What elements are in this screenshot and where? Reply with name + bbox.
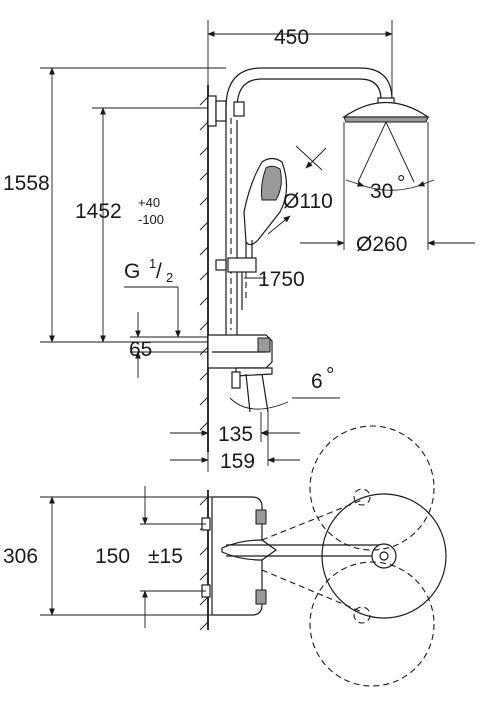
plan-view: 306 150 ±15	[3, 425, 447, 687]
dim-260: Ø260	[356, 233, 407, 256]
hand-shower	[243, 157, 288, 262]
plan-head	[321, 493, 447, 619]
thread-num: 1	[149, 256, 156, 271]
thermostat-body	[207, 334, 273, 413]
dim-150: 150	[95, 545, 130, 568]
dim-150-tol: ±15	[148, 545, 183, 568]
dim-1558: 1558	[3, 172, 50, 195]
dim-1750: 1750	[258, 268, 305, 291]
thread-letter: G	[124, 260, 140, 283]
dim-159: 159	[220, 450, 255, 473]
thread-slash: /	[156, 260, 162, 283]
slide-holder	[227, 257, 257, 273]
thread-den: 2	[166, 270, 173, 285]
wall-bracket	[207, 95, 217, 127]
dim-6-deg: °	[326, 364, 334, 387]
wall-hatching	[199, 85, 209, 452]
dim-1452: 1452	[75, 200, 122, 223]
dim-30: 30	[370, 180, 393, 203]
dim-110: Ø110	[283, 190, 333, 213]
shower-head	[342, 97, 430, 183]
dim-1452-tol-plus: +40	[138, 195, 160, 210]
dim-135: 135	[218, 423, 253, 446]
dim-1452-tol-minus: -100	[138, 212, 164, 227]
dim-30-deg: °	[397, 172, 405, 195]
front-view: 450 1558 1452 +40 -100 Ø110 30 ° Ø260 17…	[3, 20, 475, 473]
dim-450: 450	[274, 26, 309, 49]
dim-306: 306	[3, 545, 38, 568]
dim-6: 6	[311, 370, 323, 393]
dim-65: 65	[129, 338, 152, 361]
riser-pipe	[225, 67, 393, 338]
